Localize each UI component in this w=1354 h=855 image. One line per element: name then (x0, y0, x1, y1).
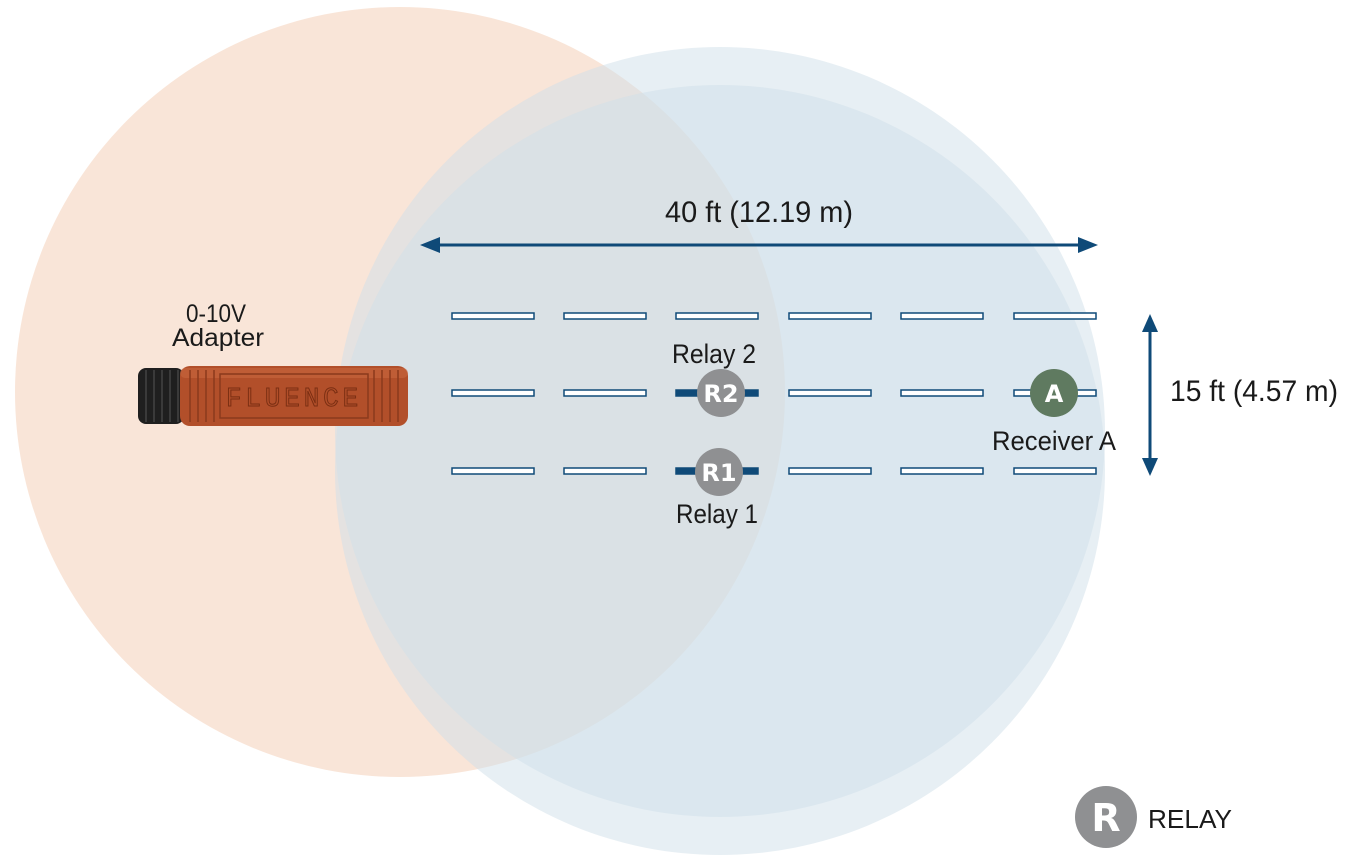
light-fixture (788, 389, 872, 397)
relay-1-badge (695, 448, 743, 496)
receiver-a-badge-text: A (1045, 380, 1064, 408)
light-fixture (788, 312, 872, 320)
receiver-a-label: Receiver A (992, 426, 1116, 456)
width-dimension: 40 ft (12.19 m) (420, 196, 1098, 253)
width-label: 40 ft (12.19 m) (665, 196, 853, 229)
adapter-label-plate (219, 373, 369, 419)
height-dimension: 15 ft (4.57 m) (1142, 314, 1338, 476)
relay-1-label: Relay 1 (676, 499, 758, 529)
legend-relay-label: RELAY (1148, 804, 1232, 834)
adapter-grip-right (373, 370, 399, 422)
arrow-down-icon (1142, 458, 1158, 476)
light-fixture (788, 467, 872, 475)
relay-1-badge-text: R1 (701, 459, 736, 487)
height-label: 15 ft (4.57 m) (1170, 375, 1338, 408)
adapter-device: 0-10V Adapter FLUENCE (138, 300, 408, 426)
legend-relay-badge (1075, 786, 1137, 848)
adapter-brand: FLUENCE (226, 385, 362, 415)
light-fixture (900, 389, 984, 397)
relay-2: R2 Relay 2 (672, 339, 756, 417)
legend: R RELAY (1075, 786, 1232, 848)
relay-1: R1 Relay 1 (676, 448, 758, 529)
relay-2-badge (697, 369, 745, 417)
arrow-right-icon (1078, 237, 1098, 253)
legend-relay-badge-text: R (1091, 796, 1120, 840)
adapter-grip-left (189, 370, 215, 422)
light-fixture (900, 467, 984, 475)
arrow-up-icon (1142, 314, 1158, 332)
light-fixture (451, 312, 535, 320)
receiver-a: A Receiver A (992, 369, 1116, 456)
relay-2-badge-text: R2 (703, 380, 738, 408)
receiver-a-badge (1030, 369, 1078, 417)
light-fixture (451, 389, 535, 397)
light-fixture (675, 312, 759, 320)
light-fixture (900, 312, 984, 320)
adapter-label-line2: Adapter (172, 324, 264, 352)
light-fixture (563, 312, 647, 320)
light-fixture (563, 389, 647, 397)
light-fixture (451, 467, 535, 475)
light-fixture (1013, 467, 1097, 475)
light-fixture (563, 467, 647, 475)
adapter-body (180, 366, 408, 426)
adapter-cap-ridges (145, 370, 179, 422)
adapter-label-line1: 0-10V (186, 300, 246, 328)
adapter-highlight (180, 368, 408, 378)
light-fixture (1013, 312, 1097, 320)
arrow-left-icon (420, 237, 440, 253)
relay-2-label: Relay 2 (672, 339, 756, 369)
